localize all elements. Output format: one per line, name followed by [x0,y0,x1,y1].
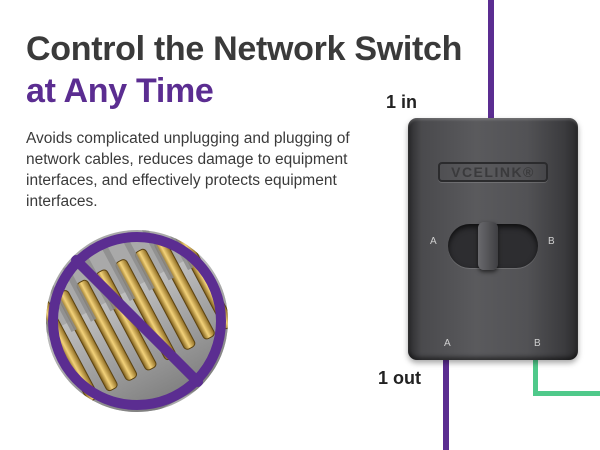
input-label: 1 in [386,92,418,112]
switch-side-label-a: A [430,236,437,247]
brand-logo: VCELINK® [438,162,548,182]
ab-switch-slider[interactable] [448,222,538,270]
port-label-b: B [534,338,541,349]
network-switch-device: VCELINK® A B A B [408,118,578,360]
description: Avoids complicated unplugging and pluggi… [26,130,350,210]
output-label: 1 out [378,368,421,388]
output-cable-b-vertical [533,356,538,396]
output-cable-a [443,356,449,450]
input-cable [488,0,494,128]
headline-line-1: Control the Network Switch [26,30,463,68]
ab-switch-knob[interactable] [478,222,498,270]
switch-side-label-b: B [548,236,555,247]
port-label-a: A [444,338,451,349]
headline: Control the Network Switch at Any Time [26,28,462,112]
crossed-out-rj45-connector-icon [46,230,228,412]
output-cable-b-horizontal [533,391,600,396]
headline-line-2: at Any Time [26,72,214,110]
